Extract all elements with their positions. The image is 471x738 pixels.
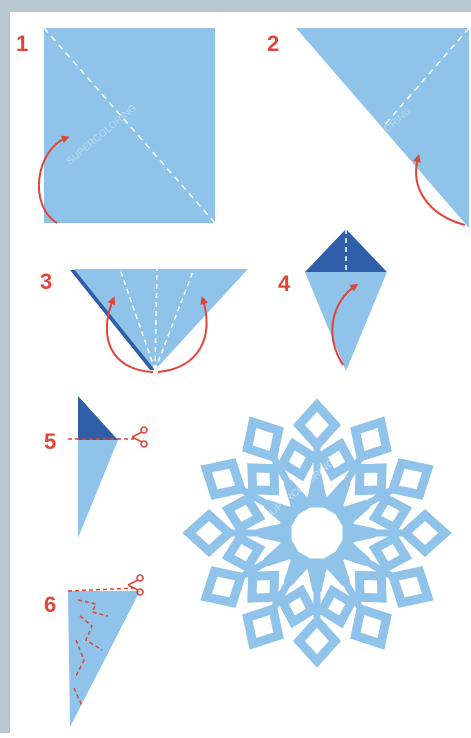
step-number-2: 2 — [267, 33, 279, 55]
step-number-6: 6 — [44, 594, 56, 616]
step-number-3: 3 — [40, 271, 52, 293]
step-1-diagram — [39, 28, 215, 223]
step-number-4: 4 — [278, 273, 290, 295]
step-number-5: 5 — [44, 431, 56, 453]
step-number-1: 1 — [16, 33, 28, 55]
